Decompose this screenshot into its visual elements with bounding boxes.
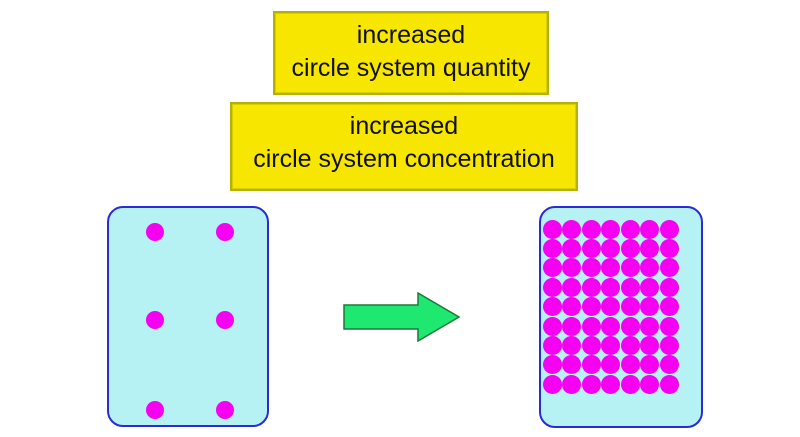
label-quantity-line2: circle system quantity: [291, 54, 531, 82]
particle-dot: [542, 219, 562, 239]
particle-dot: [600, 374, 620, 394]
particle-dot: [600, 316, 620, 336]
particle-dot: [542, 297, 562, 317]
particle-dot: [581, 277, 601, 297]
particle-dot: [561, 277, 581, 297]
particle-dot: [561, 316, 581, 336]
particle-dot: [561, 238, 581, 258]
particle-dot: [639, 219, 659, 239]
particle-dot: [639, 355, 659, 375]
particle-dot: [600, 297, 620, 317]
particle-dot: [659, 335, 679, 355]
particle-dot: [542, 316, 562, 336]
particle-dot: [639, 335, 659, 355]
particle-dot: [561, 297, 581, 317]
particle-dot: [146, 311, 164, 329]
particle-dot: [542, 335, 562, 355]
particle-dot: [542, 277, 562, 297]
particle-dot: [561, 355, 581, 375]
label-quantity-line1: increased: [356, 21, 466, 49]
particle-dot: [659, 238, 679, 258]
particle-dot: [620, 238, 640, 258]
particle-dot: [581, 297, 601, 317]
particle-dot: [620, 335, 640, 355]
particle-dot: [639, 238, 659, 258]
particle-dot: [542, 238, 562, 258]
particle-dot: [639, 258, 659, 278]
particle-dot: [639, 277, 659, 297]
particle-dot: [561, 374, 581, 394]
particle-dot: [216, 401, 234, 419]
particle-dot: [581, 374, 601, 394]
particle-dot: [542, 258, 562, 278]
particle-dot: [639, 297, 659, 317]
particle-dot: [659, 258, 679, 278]
particle-dot: [146, 401, 164, 419]
particle-dot: [620, 258, 640, 278]
particle-dot: [659, 277, 679, 297]
particle-dot: [600, 238, 620, 258]
particle-dot: [581, 238, 601, 258]
particle-dot: [581, 335, 601, 355]
particle-dot: [639, 374, 659, 394]
particle-dot: [659, 297, 679, 317]
particle-dot: [216, 223, 234, 241]
particle-dot: [600, 219, 620, 239]
particle-dot: [216, 311, 234, 329]
particle-dot: [561, 219, 581, 239]
particle-dot: [581, 258, 601, 278]
particle-dot: [659, 374, 679, 394]
particle-dot: [581, 316, 601, 336]
particle-dot: [146, 223, 164, 241]
label-concentration-line2: circle system concentration: [253, 145, 555, 173]
particle-dot: [542, 374, 562, 394]
particle-dot: [620, 355, 640, 375]
particle-dot: [581, 219, 601, 239]
label-increased-concentration: increased circle system concentration: [230, 102, 578, 191]
arrow-shape: [343, 292, 461, 342]
label-concentration-line1: increased: [349, 112, 459, 140]
particle-dot: [581, 355, 601, 375]
particle-dot: [620, 277, 640, 297]
particle-dot: [639, 316, 659, 336]
left-container-low-concentration: [107, 206, 269, 427]
particle-dot: [600, 355, 620, 375]
particle-dot: [659, 219, 679, 239]
particle-dot: [620, 297, 640, 317]
particle-dot: [600, 335, 620, 355]
particle-dot: [600, 277, 620, 297]
right-arrow-icon: [343, 292, 461, 342]
right-container-high-concentration: [539, 206, 703, 428]
label-increased-quantity: increased circle system quantity: [273, 11, 549, 95]
particle-dot: [620, 316, 640, 336]
particle-dot: [620, 374, 640, 394]
particle-dot: [561, 335, 581, 355]
particle-dot: [600, 258, 620, 278]
particle-dot: [659, 316, 679, 336]
particle-dot: [620, 219, 640, 239]
particle-dot: [659, 355, 679, 375]
particle-dot: [561, 258, 581, 278]
particle-dot: [542, 355, 562, 375]
